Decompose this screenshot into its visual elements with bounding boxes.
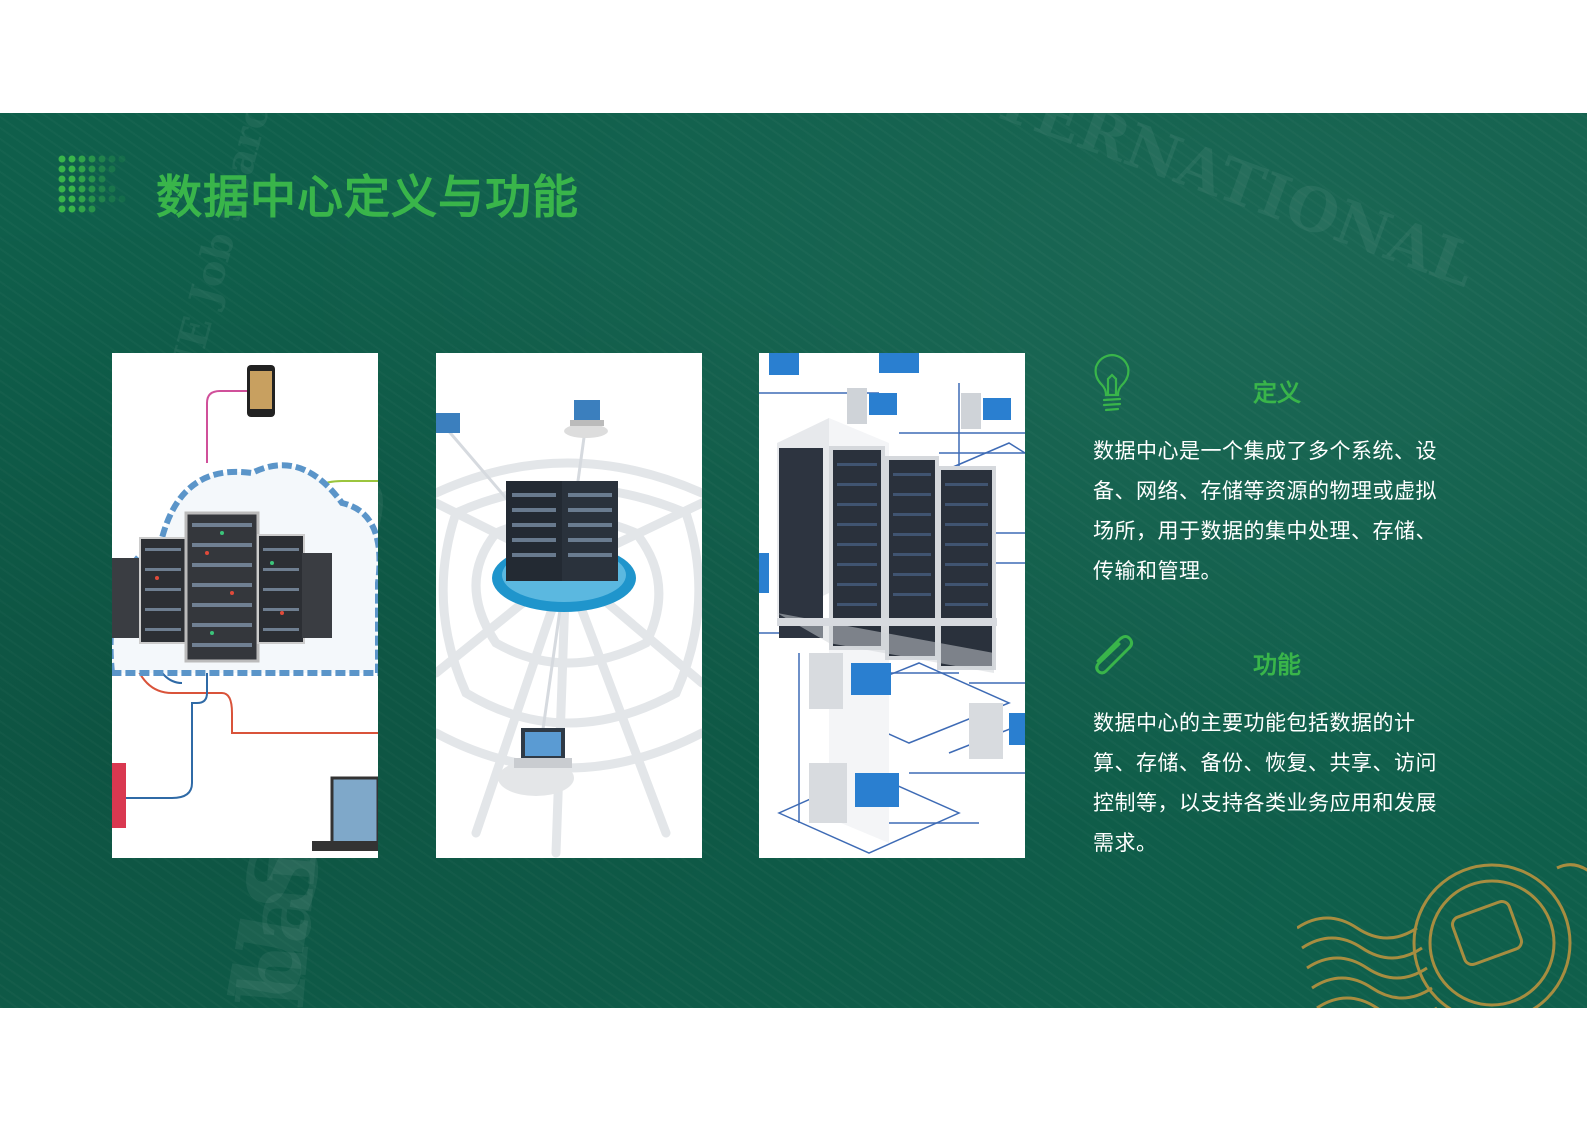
definition-title: 定义: [1253, 379, 1301, 407]
lightbulb-icon: [1094, 353, 1130, 412]
slide-title: 数据中心定义与功能: [156, 170, 579, 224]
slide: Business ohandy ONLINE Job search INTERN…: [0, 113, 1587, 1008]
definition-body: 数据中心是一个集成了多个系统、设备、网络、存储等资源的物理或虚拟场所，用于数据的…: [1093, 439, 1437, 583]
server-racks-image: [759, 353, 1025, 858]
dots-decoration-icon: [58, 155, 126, 213]
function-body: 数据中心的主要功能包括数据的计算、存储、备份、恢复、共享、访问控制等，以支持各类…: [1093, 711, 1437, 855]
network-web-image: [436, 353, 702, 858]
info-column: 定义 数据中心是一个集成了多个系统、设备、网络、存储等资源的物理或虚拟场所，用于…: [1090, 353, 1440, 863]
bg-decor-text: INTERNATIONAL: [905, 113, 1485, 302]
postmark-stamp-icon: [1297, 863, 1587, 1008]
function-section: 功能 数据中心的主要功能包括数据的计算、存储、备份、恢复、共享、访问控制等，以支…: [1090, 625, 1440, 863]
cloud-servers-image: [112, 353, 378, 858]
definition-section: 定义 数据中心是一个集成了多个系统、设备、网络、存储等资源的物理或虚拟场所，用于…: [1090, 353, 1440, 591]
function-title: 功能: [1253, 651, 1301, 679]
paperclip-icon: [1095, 635, 1134, 675]
